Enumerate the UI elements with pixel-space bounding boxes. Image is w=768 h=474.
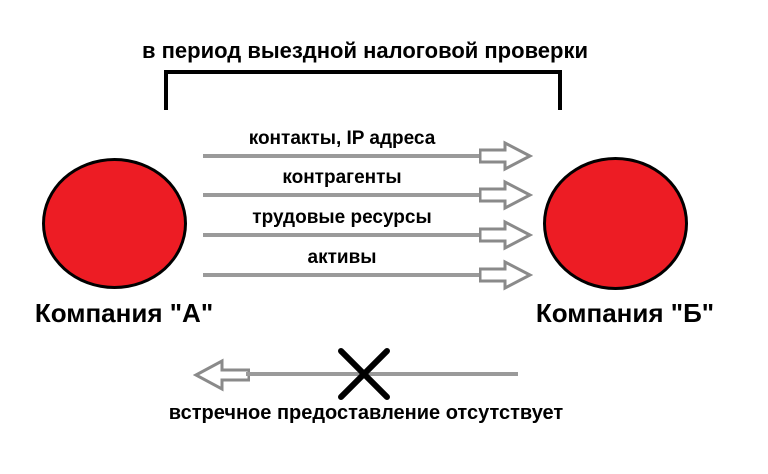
- transfer-label-labor-resources: трудовые ресурсы: [252, 207, 432, 228]
- arrow-right-icon: [479, 259, 533, 291]
- transfer-label-counterparties: контрагенты: [282, 167, 402, 188]
- arrow-right-icon: [479, 140, 533, 172]
- arrow-right-icon: [479, 219, 533, 251]
- company-b-circle: [543, 157, 688, 290]
- transfer-label-assets: активы: [307, 247, 377, 268]
- inspection-period-title: в период выездной налоговой проверки: [141, 38, 589, 63]
- arrow-line: [203, 193, 482, 197]
- company-b-label: Компания "Б": [535, 298, 715, 328]
- company-a-label: Компания "А": [34, 298, 214, 328]
- arrow-right-icon: [479, 179, 533, 211]
- period-bracket: [164, 70, 562, 110]
- reverse-arrow-line: [246, 372, 518, 376]
- arrow-line: [203, 273, 482, 277]
- cross-out-icon: [338, 348, 390, 400]
- arrow-line: [203, 233, 482, 237]
- company-a-circle: [42, 158, 187, 289]
- transfer-label-contacts-ip: контакты, IP адреса: [248, 128, 436, 149]
- reverse-provision-note: встречное предоставление отсутствует: [168, 402, 564, 424]
- arrow-line: [203, 154, 482, 158]
- arrow-left-icon: [193, 358, 250, 392]
